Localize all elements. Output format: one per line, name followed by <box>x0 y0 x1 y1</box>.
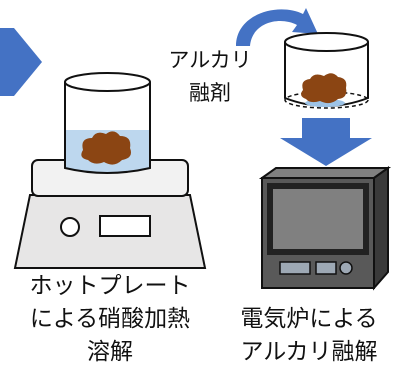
furnace-assembly <box>258 166 392 291</box>
furnace-window <box>267 183 369 255</box>
beaker-rim <box>64 72 151 92</box>
crucible-rim <box>284 32 369 52</box>
hotplate-caption-line2: による硝酸加熱 <box>29 306 191 332</box>
furnace-top <box>258 167 392 179</box>
down-arrow <box>280 118 372 166</box>
furnace-side <box>373 166 389 291</box>
curved-arrow <box>236 8 318 46</box>
incoming-arrow <box>0 28 42 96</box>
furnace-slot <box>315 261 337 275</box>
furnace-caption-line2: アルカリ融解 <box>240 339 378 365</box>
sample-lump <box>81 131 131 165</box>
knob-icon <box>60 217 80 237</box>
beaker <box>64 82 151 174</box>
hotplate-assembly <box>13 72 207 269</box>
hotplate-caption-line1: ホットプレート <box>29 273 191 299</box>
crucible-sample <box>301 73 347 104</box>
flux-label-line1: アルカリ <box>168 48 252 72</box>
hotplate-display <box>99 215 151 237</box>
furnace-knob-icon <box>339 261 353 275</box>
furnace-display <box>279 261 311 275</box>
flux-label-line2: 融剤 <box>189 81 231 105</box>
furnace-caption-line1: 電気炉による <box>240 306 378 332</box>
crucible-assembly <box>284 32 369 109</box>
hotplate-caption-line3: 溶解 <box>87 339 133 365</box>
crucible-floor <box>284 91 369 109</box>
